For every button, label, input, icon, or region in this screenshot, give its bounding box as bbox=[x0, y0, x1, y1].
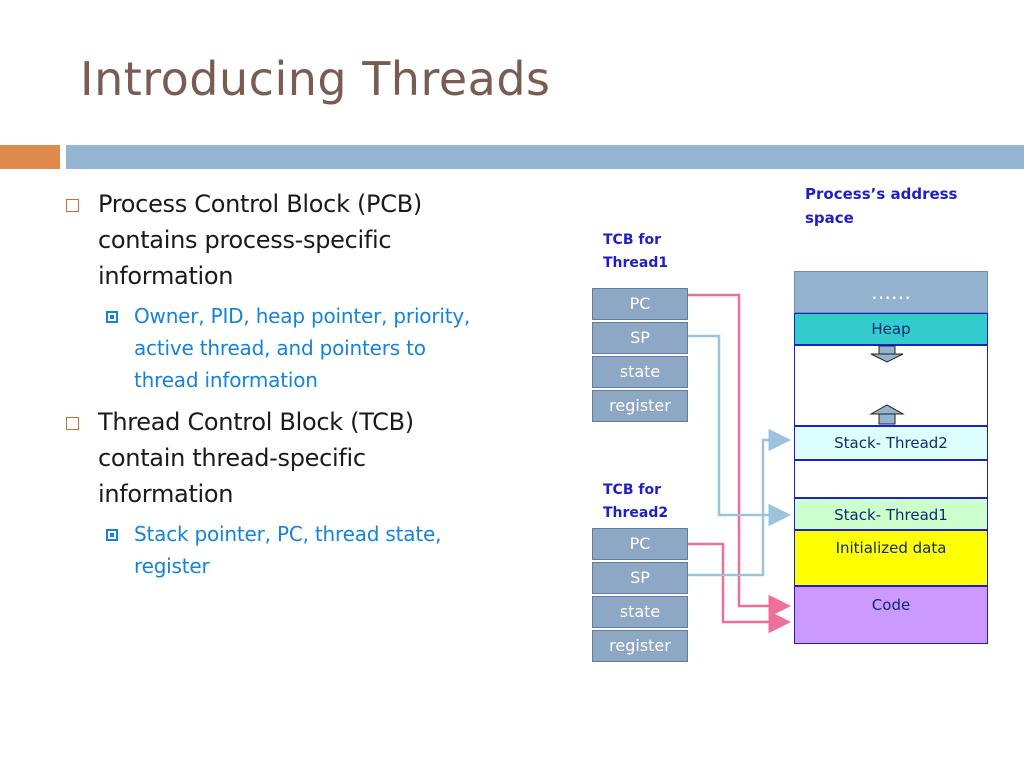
tcb1-sp: SP bbox=[592, 322, 688, 354]
filled-square-bullet-icon bbox=[106, 529, 118, 541]
tcb1-state: state bbox=[592, 356, 688, 388]
title-accent-bar-orange bbox=[0, 145, 60, 169]
sub-bullet-line: active thread, and pointers to bbox=[134, 336, 426, 360]
tcb-thread1: PC SP state register bbox=[592, 288, 688, 424]
tcb1-pc: PC bbox=[592, 288, 688, 320]
sub-bullet-line: Stack pointer, PC, thread state, bbox=[134, 522, 442, 546]
slide-title: Introducing Threads bbox=[80, 52, 551, 106]
address-space-label: Process’s address space bbox=[805, 185, 958, 227]
tcb1-register: register bbox=[592, 390, 688, 422]
sub-bullet-pcb: Owner, PID, heap pointer, priority, acti… bbox=[60, 300, 580, 396]
memory-stack-thread2: Stack- Thread2 bbox=[794, 426, 988, 460]
bullet-line: contains process-specific bbox=[98, 226, 392, 254]
tcb2-label: TCB for Thread2 bbox=[603, 482, 669, 521]
hollow-square-bullet-icon bbox=[66, 417, 79, 430]
sub-bullet-line: Owner, PID, heap pointer, priority, bbox=[134, 304, 471, 328]
tcb2-register: register bbox=[592, 630, 688, 662]
bullet-line: contain thread-specific bbox=[98, 444, 366, 472]
sub-bullet-line: thread information bbox=[134, 368, 318, 392]
memory-code: Code bbox=[794, 586, 988, 644]
bullet-line: information bbox=[98, 480, 234, 508]
title-accent-bar-blue bbox=[66, 145, 1024, 169]
tcb2-pc: PC bbox=[592, 528, 688, 560]
memory-gap bbox=[794, 460, 988, 498]
tcb2-pc-arrow bbox=[688, 542, 791, 634]
bullet-line: information bbox=[98, 262, 234, 290]
memory-initialized-data: Initialized data bbox=[794, 530, 988, 586]
tcb1-label: TCB for Thread1 bbox=[603, 232, 669, 271]
sub-bullet-line: register bbox=[134, 554, 210, 578]
bullet-line: Thread Control Block (TCB) bbox=[98, 408, 414, 436]
stack-grows-up-arrow-icon bbox=[869, 404, 905, 425]
filled-square-bullet-icon bbox=[106, 311, 118, 323]
tcb2-state: state bbox=[592, 596, 688, 628]
sub-bullet-tcb: Stack pointer, PC, thread state, registe… bbox=[60, 518, 580, 582]
tcb2-sp: SP bbox=[592, 562, 688, 594]
bullet-tcb: Thread Control Block (TCB) contain threa… bbox=[60, 404, 580, 512]
tcb2-sp-arrow bbox=[688, 428, 791, 577]
bullet-line: Process Control Block (PCB) bbox=[98, 190, 422, 218]
memory-ellipsis-block: …… bbox=[794, 271, 988, 313]
tcb1-sp-arrow bbox=[688, 334, 791, 527]
bullet-pcb: Process Control Block (PCB) contains pro… bbox=[60, 186, 580, 294]
bullet-list: Process Control Block (PCB) contains pro… bbox=[60, 186, 580, 590]
tcb1-pc-arrow bbox=[688, 293, 791, 618]
memory-stack-thread1: Stack- Thread1 bbox=[794, 498, 988, 530]
tcb-thread2: PC SP state register bbox=[592, 528, 688, 664]
hollow-square-bullet-icon bbox=[66, 199, 79, 212]
memory-heap: Heap bbox=[794, 313, 988, 345]
heap-grows-down-arrow-icon bbox=[870, 345, 904, 363]
